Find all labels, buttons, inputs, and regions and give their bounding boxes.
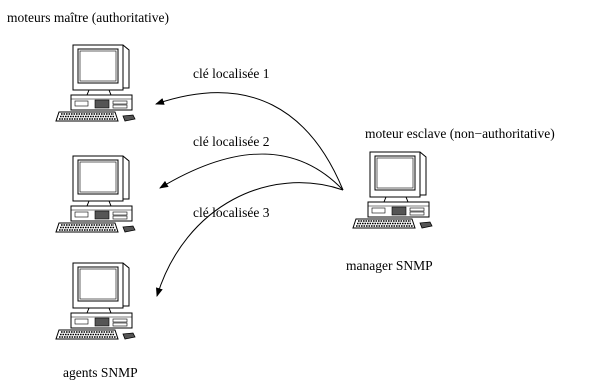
key-arrow-2: [159, 153, 344, 191]
manager-label: manager SNMP: [346, 258, 433, 273]
manager-computer-icon: [352, 151, 433, 229]
agents-label: agents SNMP: [63, 365, 138, 380]
key-arrow-3: [156, 182, 344, 297]
localized-key-3-label: clé localisée 3: [193, 205, 270, 220]
agent-computer-icon: [55, 155, 136, 233]
agent-computer-icon: [55, 262, 136, 340]
localized-key-1-label: clé localisée 1: [193, 66, 270, 81]
slave-engine-label: moteur esclave (non−authoritative): [365, 126, 555, 141]
master-engines-label: moteurs maître (authoritative): [7, 10, 169, 25]
agent-computer-icon: [55, 44, 136, 122]
key-arrow-1: [155, 92, 344, 191]
localized-key-2-label: clé localisée 2: [193, 134, 270, 149]
